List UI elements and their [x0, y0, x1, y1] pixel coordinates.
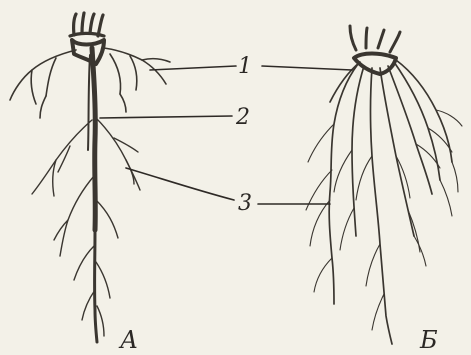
- taproot-system: [10, 13, 170, 342]
- panel-label-a: А: [118, 326, 138, 354]
- fibrous-root-system: [306, 26, 462, 344]
- leader-line-1-left: [150, 66, 236, 70]
- callout-3: 3: [238, 191, 252, 216]
- panel-label-b: Б: [419, 326, 438, 354]
- callout-1: 1: [238, 54, 252, 79]
- left-lateral-roots-lower: [32, 118, 140, 336]
- leader-line-1-right: [262, 66, 352, 70]
- left-root-crown: [72, 40, 104, 64]
- leader-line-3-left: [126, 168, 234, 200]
- right-stem-stubs: [350, 26, 400, 52]
- leader-line-2: [100, 116, 232, 118]
- adventitious-roots: [329, 60, 452, 344]
- callout-2: 2: [235, 105, 250, 130]
- left-stem-stubs: [70, 13, 104, 36]
